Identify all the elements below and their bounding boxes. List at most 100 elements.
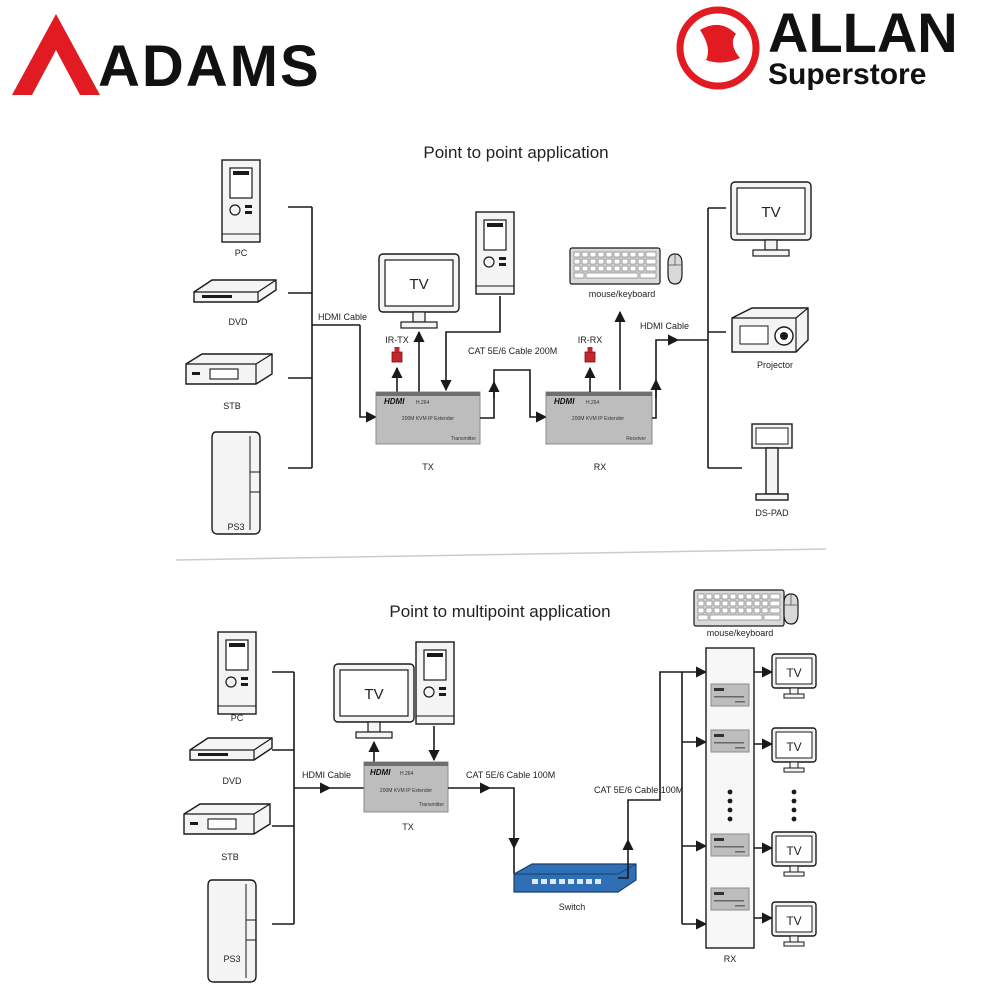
tv-label: TV (409, 276, 428, 293)
mouse-keyboard-label: mouse/keyboard (707, 628, 774, 638)
superstore-wordmark: Superstore (768, 58, 926, 91)
p2mp-source-label: PC (231, 713, 244, 723)
p2p-tx-unit: HDMI H.264 200M KVM IP Extender Transmit… (375, 391, 481, 445)
rx-unit-3 (710, 833, 750, 857)
more-tv-dots (791, 789, 797, 822)
p2mp-source-ps3: PS3 (207, 879, 257, 983)
model-label: 200M KVM IP Extender (380, 788, 432, 794)
switch-icon (513, 863, 637, 893)
p2p-source-dvd: DVD (193, 279, 277, 327)
p2p-keyboard-mouse: mouse/keyboard (569, 247, 683, 299)
mouse-icon (667, 253, 683, 285)
p2p-source-label: DVD (228, 317, 248, 327)
keyboard-icon (569, 247, 661, 285)
p2p-source-stb: STB (185, 353, 273, 411)
rx-unit-1 (710, 683, 750, 707)
p2p-source-label: PS3 (227, 522, 244, 532)
p2mp-source-stb: STB (183, 803, 271, 862)
hdmi-logo: HDMI (554, 397, 575, 406)
rx-tv-4: TV (771, 901, 817, 947)
section-divider (175, 548, 827, 561)
p2p-hdmi-cable-in-label: HDMI Cable (318, 312, 367, 322)
cat-cable-label: CAT 5E/6 Cable 200M (468, 346, 557, 356)
ir-rx-sensor-icon (584, 346, 596, 363)
tv-label: TV (786, 914, 801, 928)
pc-icon (415, 641, 455, 725)
pc-icon (217, 631, 257, 715)
p2p-tx-pc (475, 211, 515, 295)
p2mp-source-label: STB (221, 852, 239, 862)
role-label: Receiver (626, 436, 646, 442)
p2p-local-tv: TV (378, 253, 460, 329)
p2p-source-bus (288, 206, 378, 469)
allan-superstore-logo: ALLAN Superstore (676, 1, 958, 91)
p2mp-tx-pc (415, 641, 455, 725)
p2p-title: Point to point application (423, 143, 608, 162)
p2p-output-bus (707, 207, 742, 469)
output-label: DS-PAD (755, 508, 789, 518)
model-label: 200M KVM IP Extender (402, 416, 454, 422)
hdmi-logo: HDMI (384, 397, 405, 406)
cat-cable-2-label: CAT 5E/6 Cable 100M (594, 785, 683, 795)
rx-unit-4 (710, 887, 750, 911)
dragon-emblem-icon (676, 6, 760, 90)
adams-logo: ADAMS (12, 14, 321, 99)
hdmi-logo: HDMI (370, 768, 391, 777)
ir-tx-sensor-icon (391, 346, 403, 363)
hdmi-cable-out-label: HDMI Cable (640, 321, 689, 331)
ir-tx-label: IR-TX (385, 335, 409, 345)
adams-wordmark: ADAMS (98, 34, 321, 99)
ir-rx-label: IR-RX (578, 335, 603, 345)
p2mp-title: Point to multipoint application (389, 602, 610, 621)
p2mp-local-tv: TV (333, 663, 415, 739)
role-label: Transmitter (451, 436, 476, 442)
dvd-player-icon (189, 737, 273, 761)
pc-icon (475, 211, 515, 295)
rx-tv-3: TV (771, 831, 817, 877)
p2mp-tx-unit: HDMI H.264 200M KVM IP Extender Transmit… (363, 761, 449, 813)
p2p-output-ds-pad: DS-PAD (751, 423, 793, 518)
cat-cable-1-label: CAT 5E/6 Cable 100M (466, 770, 555, 780)
tv-label: TV (364, 686, 383, 703)
role-label: Transmitter (419, 802, 444, 808)
allan-wordmark: ALLAN (768, 1, 958, 64)
adams-triangle-icon (12, 14, 100, 95)
more-rx-dots (727, 789, 733, 822)
p2p-source-ps3: PS3 (211, 431, 261, 535)
p2mp-source-label: DVD (222, 776, 242, 786)
set-top-box-icon (185, 353, 273, 385)
output-label: Projector (757, 360, 793, 370)
mouse-keyboard-label: mouse/keyboard (589, 289, 656, 299)
p2p-rx-unit: HDMI H.264 200M KVM IP Extender Receiver (545, 391, 653, 445)
rx-rack: RX (705, 647, 755, 964)
codec-label: H.264 (586, 400, 600, 406)
model-label: 200M KVM IP Extender (572, 416, 624, 422)
ps3-console-icon (207, 879, 257, 983)
p2mp-source-label: PS3 (223, 954, 240, 964)
rx-label: RX (724, 954, 737, 964)
tv-label: TV (786, 740, 801, 754)
codec-label: H.264 (416, 400, 430, 406)
codec-label: H.264 (400, 771, 414, 777)
set-top-box-icon (183, 803, 271, 835)
p2p-source-label: STB (223, 401, 241, 411)
tx-label: TX (402, 822, 414, 832)
tv-label: TV (786, 666, 801, 680)
tx-label: TX (422, 462, 434, 472)
dvd-player-icon (193, 279, 277, 303)
p2mp-source-dvd: DVD (189, 737, 273, 786)
pc-icon (221, 159, 261, 243)
p2mp-rx-bus (681, 666, 708, 930)
p2p-output-tv: TV (730, 181, 812, 257)
p2p-source-pc: PC (221, 159, 261, 258)
rx-tv-1: TV (771, 653, 817, 699)
p2mp-keyboard-mouse: mouse/keyboard (693, 589, 799, 638)
rx-unit-2 (710, 729, 750, 753)
network-switch: Switch (513, 863, 637, 912)
dragon-icon (700, 24, 740, 63)
tv-label: TV (786, 844, 801, 858)
p2p-source-label: PC (235, 248, 248, 258)
p2mp-source-bus (272, 671, 364, 925)
rx-label: RX (594, 462, 607, 472)
